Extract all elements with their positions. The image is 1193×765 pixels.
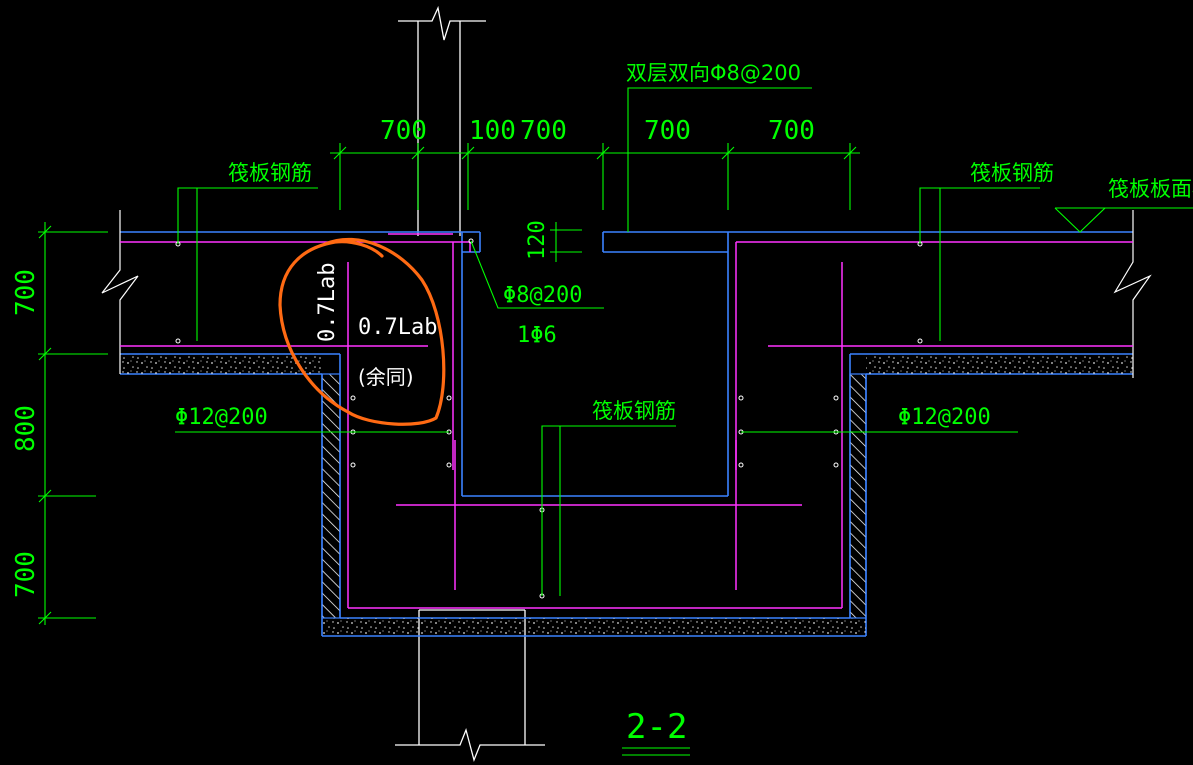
left-dim-700-b: 700	[11, 551, 41, 598]
section-title: 2-2	[626, 707, 687, 747]
top-dim-100: 100	[469, 116, 516, 146]
top-dim-700-d: 700	[768, 116, 815, 146]
double-layer-label: 双层双向Φ8@200	[626, 61, 801, 85]
raft-rebar-left-label: 筏板钢筋	[228, 161, 312, 185]
dimension-lines	[38, 87, 1193, 756]
raft-rebar-right-label: 筏板钢筋	[970, 161, 1054, 185]
annotation-texts: 0.7Lab 0.7Lab (余同)	[315, 263, 437, 389]
annotation-line2: (余同)	[358, 365, 414, 389]
phi12-right-label: Φ12@200	[898, 405, 991, 430]
dimension-texts: 700 100 700 700 700 700 800 700 双层双向Φ8@2…	[11, 61, 1193, 747]
top-dim-700-b: 700	[520, 116, 567, 146]
top-dim-700-c: 700	[644, 116, 691, 146]
gravel-cushion	[120, 356, 1133, 636]
slab-breaks	[101, 210, 1152, 378]
raft-rebar-center-label: 筏板钢筋	[592, 399, 676, 423]
top-dim-700-a: 700	[380, 116, 427, 146]
orange-markup-circle	[278, 237, 446, 426]
left-dim-800: 800	[11, 405, 41, 452]
one-phi6-label: 1Φ6	[517, 323, 557, 348]
phi12-left-label: Φ12@200	[175, 405, 268, 430]
left-dim-700-a: 700	[11, 269, 41, 316]
thickness-120: 120	[525, 220, 550, 260]
annotation-vertical-text: 0.7Lab	[315, 263, 340, 342]
annotation-line1: 0.7Lab	[358, 315, 437, 340]
phi8-200-label: Φ8@200	[503, 283, 582, 308]
concrete-outline	[120, 231, 1133, 637]
raft-top-elevation-label: 筏板板面标	[1108, 177, 1193, 201]
hatched-walls	[321, 373, 867, 619]
